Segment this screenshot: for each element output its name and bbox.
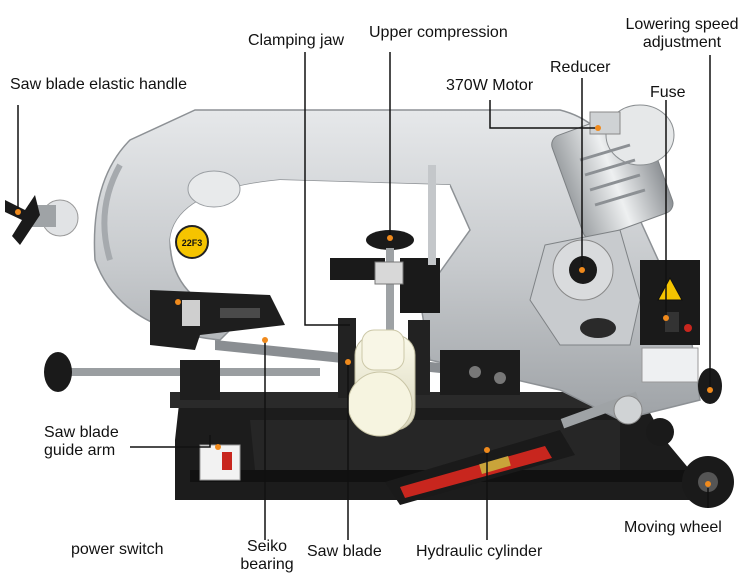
power-switch	[199, 444, 241, 481]
label-moving-wheel: Moving wheel	[624, 519, 722, 536]
label-motor: 370W Motor	[446, 77, 534, 94]
label-guide-arm: Saw blade guide arm	[44, 424, 119, 460]
label-hydraulic-cylinder: Hydraulic cylinder	[416, 543, 543, 560]
blade-tension-handle	[5, 195, 79, 245]
reducer	[529, 229, 641, 346]
workpiece	[347, 329, 416, 437]
electric-box	[640, 260, 700, 383]
label-fuse: Fuse	[650, 84, 686, 101]
label-lowering-speed-line1: Lowering speed	[625, 16, 739, 33]
label-clamping-jaw: Clamping jaw	[248, 32, 345, 49]
label-seiko-line2: bearing	[240, 556, 294, 573]
label-guide-arm-line2: guide arm	[44, 442, 116, 459]
label-reducer: Reducer	[550, 59, 611, 76]
label-seiko-line1: Seiko	[246, 538, 288, 555]
label-lowering-speed-line2: adjustment	[642, 34, 722, 51]
marker-dots	[15, 125, 713, 487]
label-power-switch: power switch	[71, 541, 164, 558]
vise-screw	[44, 352, 320, 400]
right-clamp-bracket	[440, 350, 520, 395]
label-upper-compression: Upper compression	[369, 24, 508, 41]
label-guide-arm-line1: Saw blade	[44, 424, 119, 441]
saw-bow	[93, 109, 701, 421]
label-saw-blade-elastic-handle: Saw blade elastic handle	[10, 76, 188, 93]
label-seiko-bearing: Seiko bearing	[232, 538, 302, 574]
leader-lines	[17, 52, 711, 540]
guide-arm	[150, 290, 285, 350]
label-lowering-speed: Lowering speed adjustment	[618, 16, 746, 52]
badge-text: 22F3	[182, 238, 203, 248]
label-saw-blade: Saw blade	[307, 543, 382, 560]
quality-badge: 22F3	[175, 225, 209, 259]
hydraulic-cylinder	[385, 391, 643, 505]
